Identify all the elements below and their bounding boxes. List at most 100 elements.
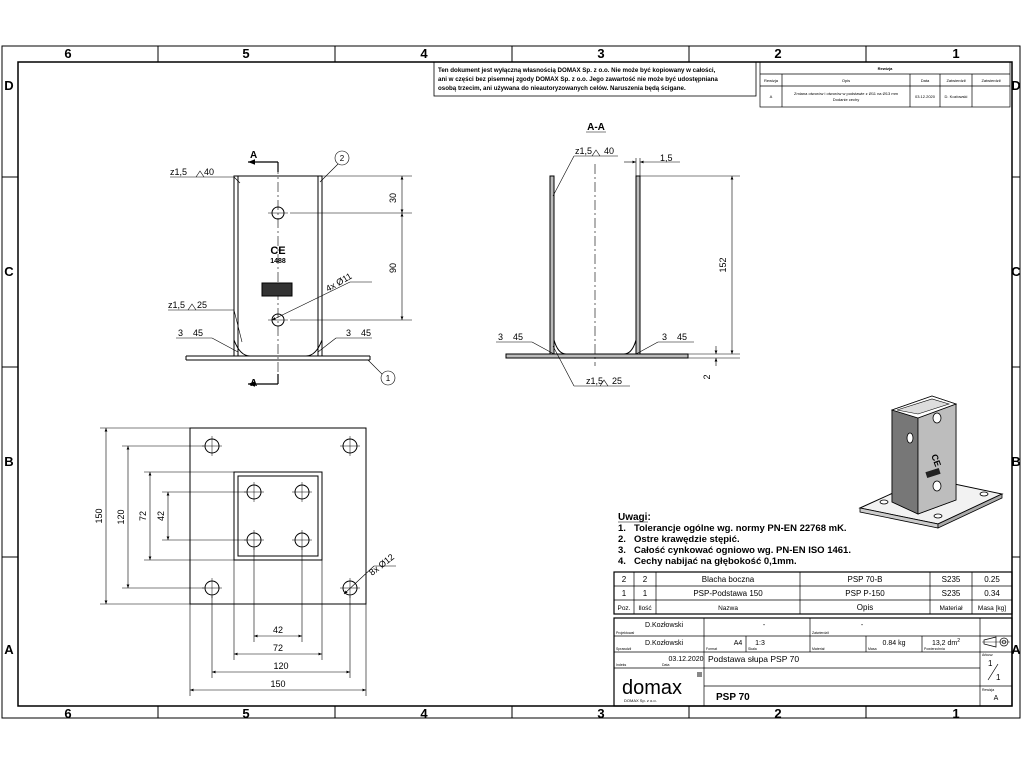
revision-header: Zatwierdził (946, 78, 965, 83)
checker: D.Kozłowski (645, 640, 684, 647)
weld-left-size: 45 (193, 328, 203, 338)
company-logo: domax (622, 677, 682, 699)
weld-right-label: 3 (346, 328, 351, 338)
section-marker-bottom: A (250, 378, 257, 389)
note-text: Tolerancje ogólne wg. normy PN-EN 22768 … (634, 523, 847, 534)
revision-header: Rewizja (764, 78, 779, 83)
revision-text: Rewizja Rewizja Opis Data Zatwierdził Za… (764, 66, 1001, 102)
revision-description: Dodanie cechy (833, 97, 859, 102)
section-weld-top-size: 40 (604, 146, 614, 156)
dim-30: 30 (388, 193, 398, 203)
dim-42-horizontal: 42 (273, 625, 283, 635)
area-label: Powierzchnia (924, 647, 945, 651)
front-weld-callouts (168, 150, 396, 386)
section-weld-right-label: 3 (662, 332, 667, 342)
row-label-right: A (1011, 642, 1021, 657)
row-label-right: D (1011, 78, 1020, 93)
area-value: 13,2 dm2 (932, 638, 960, 647)
note-text: Ostre krawędzie stępić. (634, 534, 740, 545)
front-view (185, 164, 371, 372)
note-number: 4. (618, 556, 626, 567)
dim-wall-thickness: 1,5 (660, 153, 673, 163)
approver-label: Zatwierdził (812, 631, 829, 635)
section-weld-top-label: z1,5 (575, 146, 592, 156)
balloon-side-plate: 2 (340, 154, 345, 163)
revision-description: Zmiana otworów i otworów w podstawie z Ø… (794, 91, 899, 96)
sheet-number: 1 (988, 659, 993, 668)
section-line-markers (248, 159, 279, 387)
dim-42-vertical: 42 (156, 511, 166, 521)
designer-date: - (763, 622, 766, 629)
section-weld-left-label: 3 (498, 332, 503, 342)
weld-left-label: 3 (178, 328, 183, 338)
notice-line: ani w części bez pisemnej zgody DOMAX Sp… (438, 76, 718, 83)
dim-120-horizontal: 120 (273, 661, 288, 671)
bom-cell: PSP-Podstawa 150 (693, 589, 763, 598)
bom-header: Masa [kg] (978, 605, 1006, 612)
material-label: Materiał (812, 647, 825, 651)
mass-value: 0.84 kg (883, 640, 906, 647)
holes-label-top: 8x Ø12 (367, 552, 396, 578)
format-value: A4 (734, 640, 743, 647)
note-text: Całość cynkować ogniowo wg. PN-EN ISO 14… (634, 545, 851, 556)
section-marker-top: A (250, 150, 257, 161)
bom-headers: Poz. Ilość Nazwa Opis Materiał Masa [kg] (617, 603, 1006, 612)
checker-label: Sprawdził (616, 647, 631, 651)
dim-base-thickness: 2 (702, 374, 712, 379)
designer-label: Projektował (616, 631, 634, 635)
front-dims (271, 175, 412, 321)
drawing-number: PSP 70 (716, 692, 750, 703)
notes-title: Uwagi: (618, 512, 651, 523)
bom-cell: 2 (643, 575, 648, 584)
bom-cell: Blacha boczna (702, 575, 755, 584)
section-weld-bottom-label: z1,5 (586, 376, 603, 386)
notice-line: osobą trzecim, ani używana do nieautoryz… (438, 85, 686, 92)
format-label: Format (706, 647, 717, 651)
drawing-title: Podstawa słupa PSP 70 (708, 654, 799, 664)
dim-90: 90 (388, 263, 398, 273)
dim-120-vertical: 120 (116, 509, 126, 524)
col-label-bottom: 6 (64, 706, 71, 721)
bom-cell: PSP 70-B (848, 575, 883, 584)
notes: Uwagi: 1. Tolerancje ogólne wg. normy PN… (618, 512, 851, 567)
section-view (505, 164, 689, 366)
scale-value: 1:3 (755, 640, 765, 647)
col-label-top: 2 (774, 46, 781, 61)
note-text: Cechy nabijać na głębokość 0,1mm. (634, 556, 797, 567)
revision-title: Rewizja (878, 66, 893, 71)
ce-number: 1488 (270, 258, 286, 265)
index-label: Indeks (616, 663, 627, 667)
projection-symbol-icon (982, 636, 1010, 648)
scale-label: Skala (748, 647, 757, 651)
col-label-top: 1 (952, 46, 959, 61)
mass-label: Masa (868, 647, 877, 651)
bom-header: Ilość (638, 605, 652, 612)
area-number: 13,2 dm (932, 640, 957, 647)
top-view (189, 427, 367, 605)
section-weld-right-size: 45 (677, 332, 687, 342)
revision-letter: A (770, 94, 773, 99)
bom-grid (613, 571, 1013, 615)
section-weld-bottom-size: 25 (612, 376, 622, 386)
note-number: 2. (618, 534, 626, 545)
title-block-text: D.Kozłowski Projektował - - Zatwierdził … (616, 622, 1001, 703)
bom-header: Poz. (617, 605, 630, 612)
bom-cell: 1 (643, 589, 648, 598)
note-number: 1. (618, 523, 626, 534)
balloon-base-plate: 1 (386, 374, 391, 383)
title-date: 03.12.2020 (668, 656, 703, 663)
bom-header: Opis (857, 603, 873, 612)
top-view-dims (100, 427, 396, 696)
bom-header: Nazwa (718, 605, 738, 612)
row-label-left: D (4, 78, 13, 93)
bom-rows: 2 2 Blacha boczna PSP 70-B S235 0.25 1 1… (622, 575, 1001, 598)
rev-label: Rewizja (982, 688, 994, 692)
isometric-view (858, 395, 1004, 529)
bom-header: Materiał (939, 605, 963, 612)
dim-72-vertical: 72 (138, 511, 148, 521)
copyright-notice: Ten dokument jest wyłączną własnością DO… (433, 61, 757, 97)
row-label-left: A (4, 642, 14, 657)
approver: - (861, 622, 864, 629)
col-label-bottom: 3 (597, 706, 604, 721)
